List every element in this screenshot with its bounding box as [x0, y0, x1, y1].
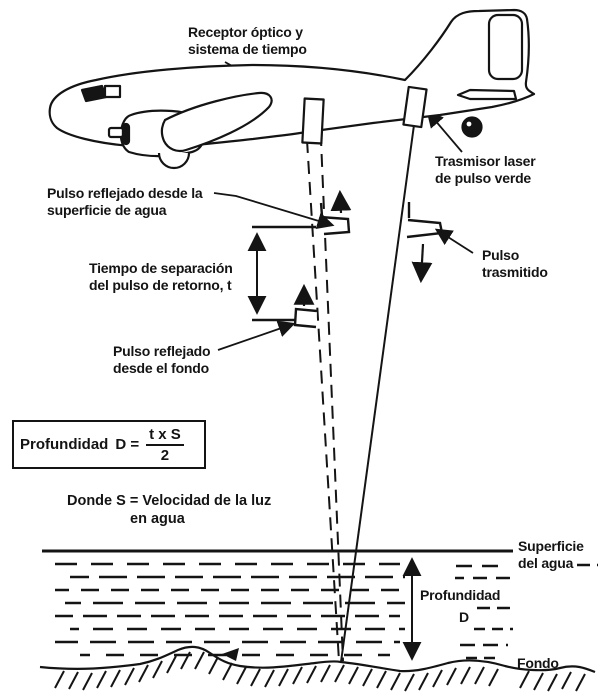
- up-arrow-icon: [330, 189, 352, 214]
- label-bottom: Fondo: [517, 655, 559, 671]
- label-bottom-reflected-pulse: Pulso reflejado desde el fondo: [113, 343, 211, 376]
- bottom-echo-pulse-glyph: [293, 307, 318, 329]
- optical-receiver-box: [301, 97, 325, 145]
- propeller: [107, 126, 125, 139]
- label-surface-reflected-pulse: Pulso reflejado desde la superficie de a…: [47, 185, 203, 218]
- seafloor-marker: [222, 648, 239, 661]
- transmitted-pulse-glyph: [406, 202, 444, 239]
- formula-lhs: D =: [115, 436, 140, 453]
- leader-surface-pulse: [213, 192, 335, 229]
- leader-transmitter: [426, 110, 463, 153]
- elevator: [456, 88, 518, 101]
- seafloor-line: [39, 645, 596, 674]
- formula-fraction: t x S 2: [146, 427, 184, 463]
- label-optical-receiver: Receptor óptico y sistema de tiempo: [188, 24, 307, 57]
- depth-formula-box: Profundidad D = t x S 2: [12, 420, 206, 469]
- seafloor-hatching: [54, 651, 586, 692]
- leader-transmitted-pulse: [434, 228, 474, 254]
- airplane: [48, 8, 536, 170]
- formula-note: Donde S = Velocidad de la luz en agua: [67, 493, 272, 527]
- time-separation-bracket: [247, 225, 316, 322]
- label-depth: Profundidad D: [420, 587, 501, 625]
- rudder-panel: [487, 13, 524, 81]
- leader-bottom-pulse: [217, 320, 296, 351]
- label-water-surface: Superficie del agua: [518, 538, 584, 571]
- formula-prefix: Profundidad: [20, 436, 109, 453]
- water-dashes: [55, 562, 598, 660]
- wing: [160, 91, 273, 153]
- cockpit-window: [80, 84, 108, 103]
- down-arrow-icon: [411, 243, 433, 284]
- label-return-pulse-time: Tiempo de separación del pulso de retorn…: [89, 260, 233, 293]
- laser-transmitter-box: [402, 85, 428, 129]
- label-laser-transmitter: Trasmisor laser de pulso verde: [435, 153, 536, 186]
- tail-wheel: [461, 116, 483, 138]
- landing-wheel: [157, 152, 191, 170]
- transmitted-laser-beam: [340, 124, 415, 663]
- label-transmitted-pulse: Pulso trasmitido: [482, 247, 548, 280]
